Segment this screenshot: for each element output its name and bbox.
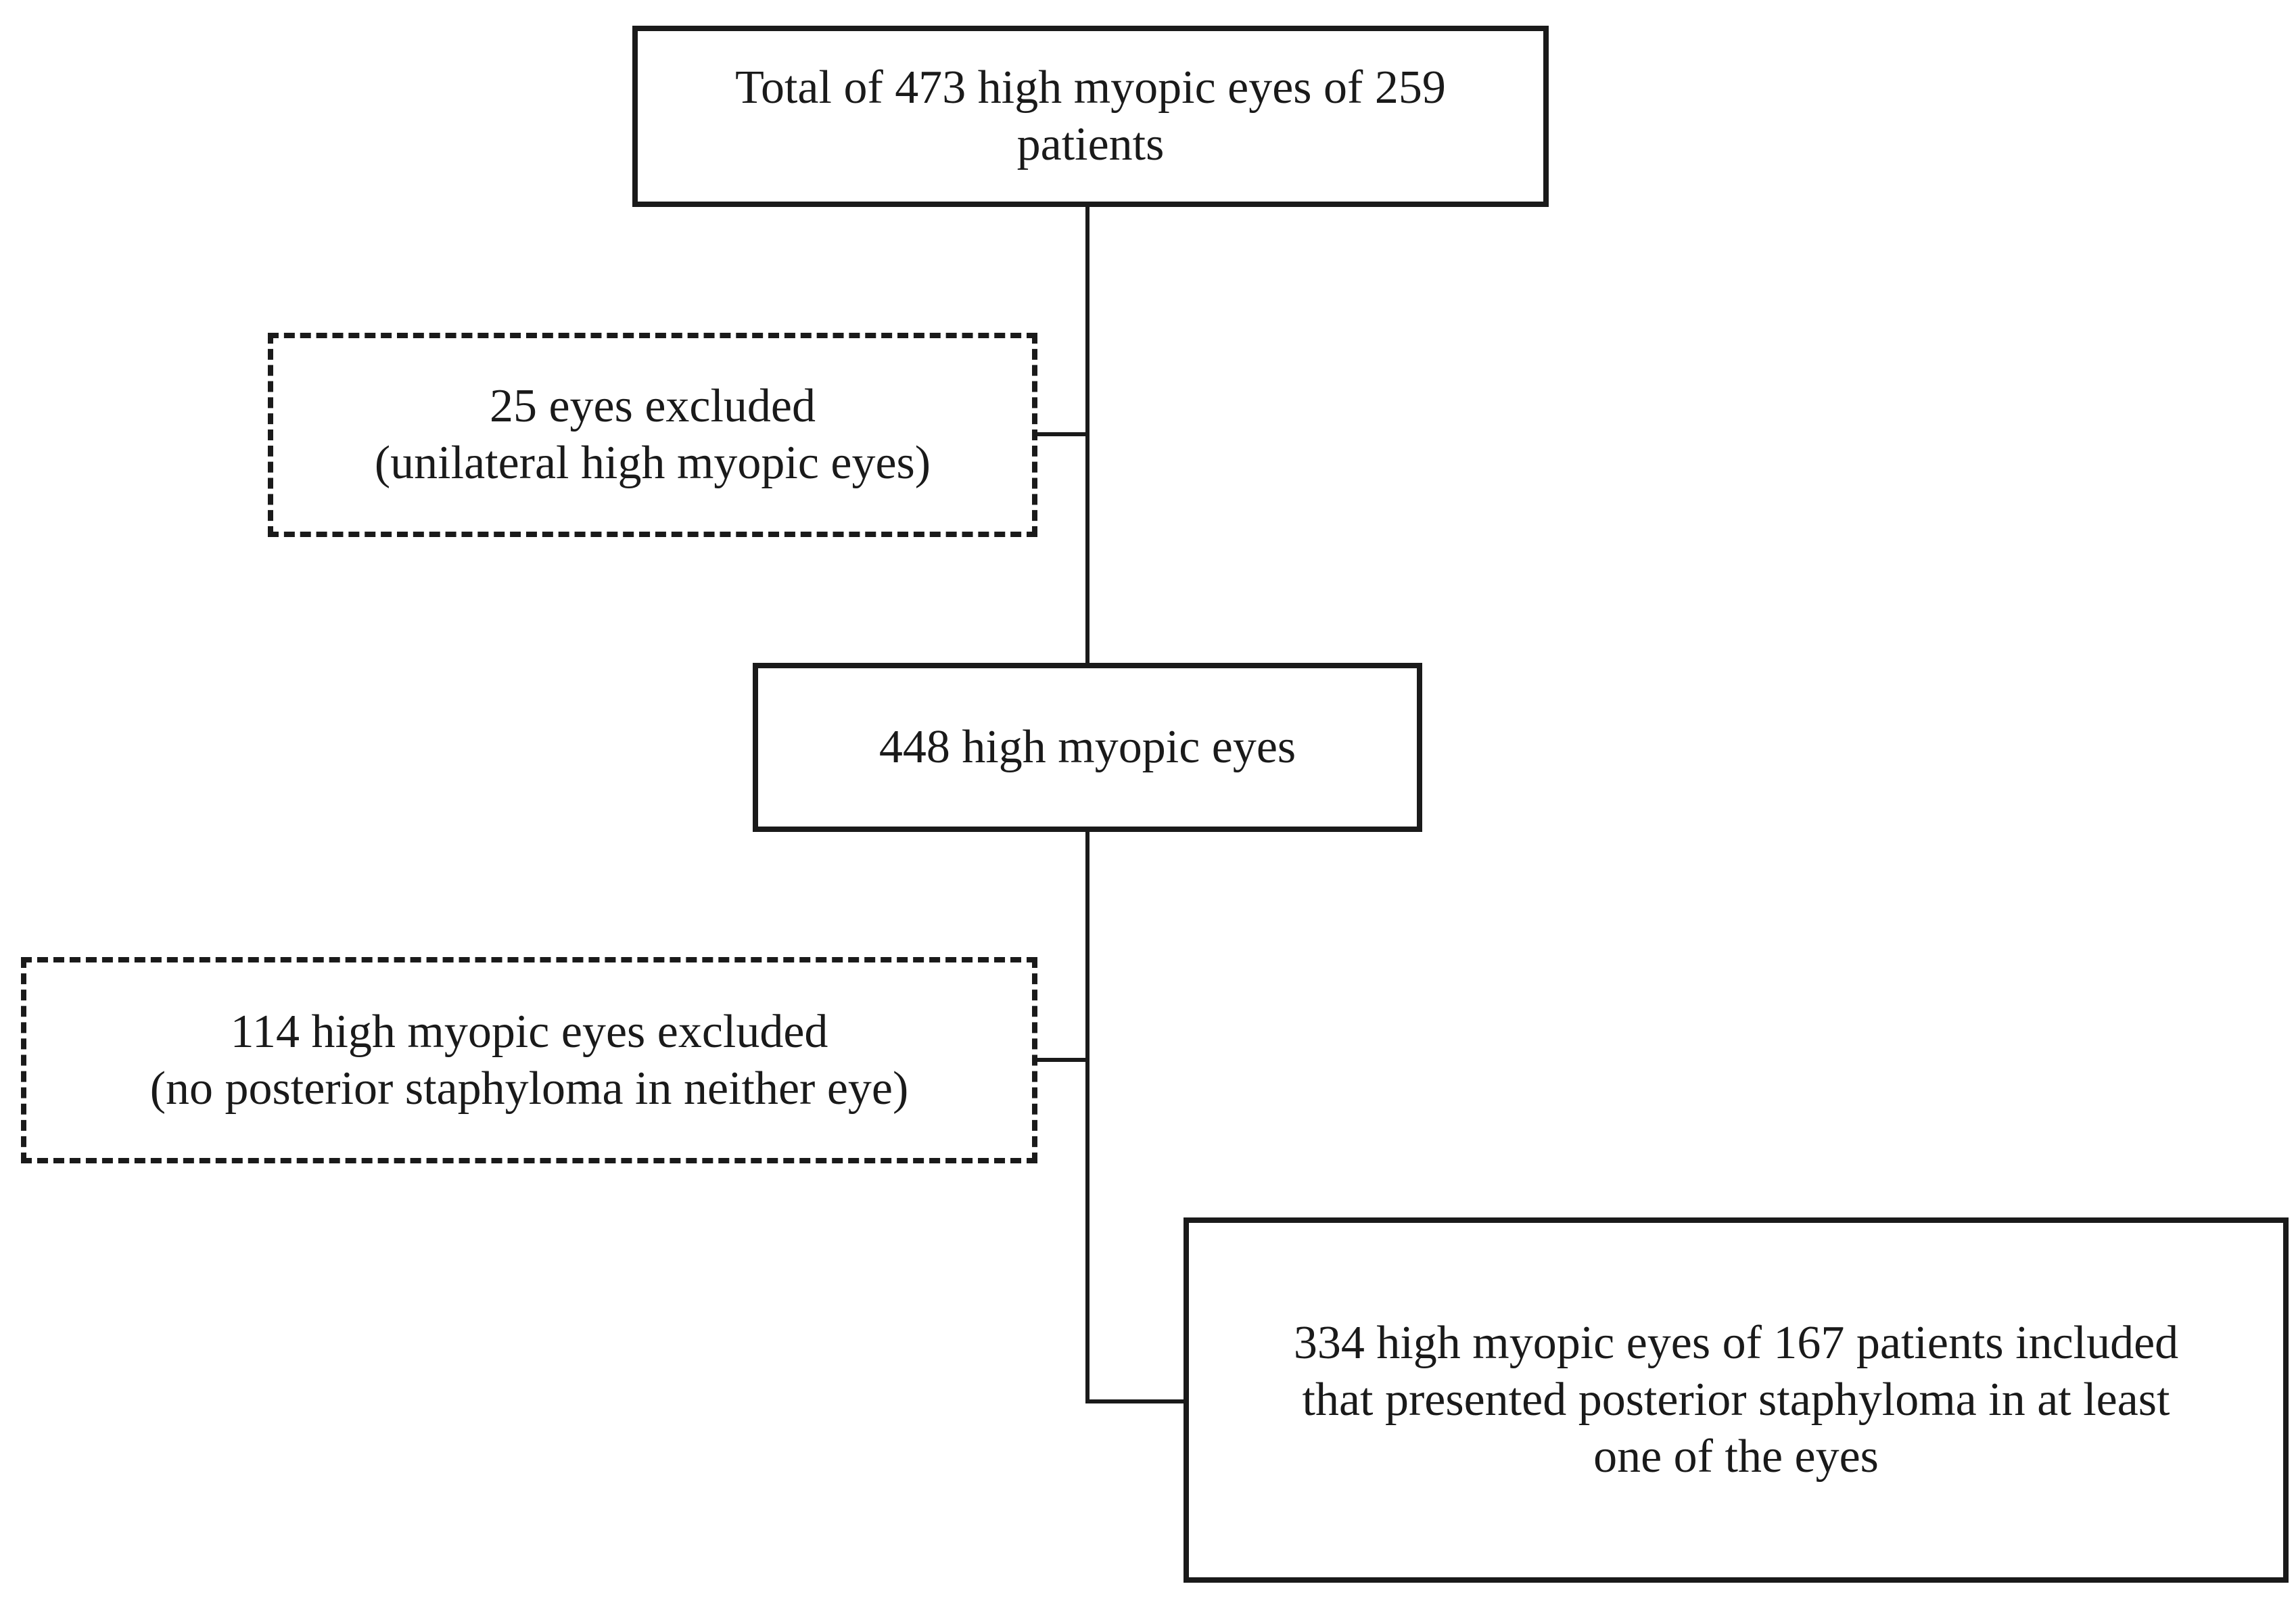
intermediate-eyes-box: 448 high myopic eyes bbox=[753, 663, 1422, 832]
included-line-3: one of the eyes bbox=[1593, 1431, 1879, 1483]
exclusion1-line-2: (unilateral high myopic eyes) bbox=[374, 437, 931, 489]
exclusion2-line-2: (no posterior staphyloma in neither eye) bbox=[149, 1062, 909, 1115]
included-line-2: that presented posterior staphyloma in a… bbox=[1302, 1374, 2170, 1426]
total-line-2: patients bbox=[1016, 118, 1165, 170]
intermediate-line-1: 448 high myopic eyes bbox=[878, 721, 1296, 773]
exclusion-no-staphyloma-box: 114 high myopic eyes excluded (no poster… bbox=[21, 957, 1037, 1163]
exclusion-unilateral-box: 25 eyes excluded (unilateral high myopic… bbox=[268, 333, 1037, 537]
total-line-1: Total of 473 high myopic eyes of 259 bbox=[735, 62, 1446, 114]
exclusion1-line-1: 25 eyes excluded bbox=[489, 380, 816, 432]
exclusion2-line-1: 114 high myopic eyes excluded bbox=[230, 1005, 828, 1058]
included-eyes-box: 334 high myopic eyes of 167 patients inc… bbox=[1184, 1217, 2289, 1583]
included-line-1: 334 high myopic eyes of 167 patients inc… bbox=[1293, 1317, 2179, 1369]
total-eyes-box: Total of 473 high myopic eyes of 259 pat… bbox=[632, 26, 1549, 207]
